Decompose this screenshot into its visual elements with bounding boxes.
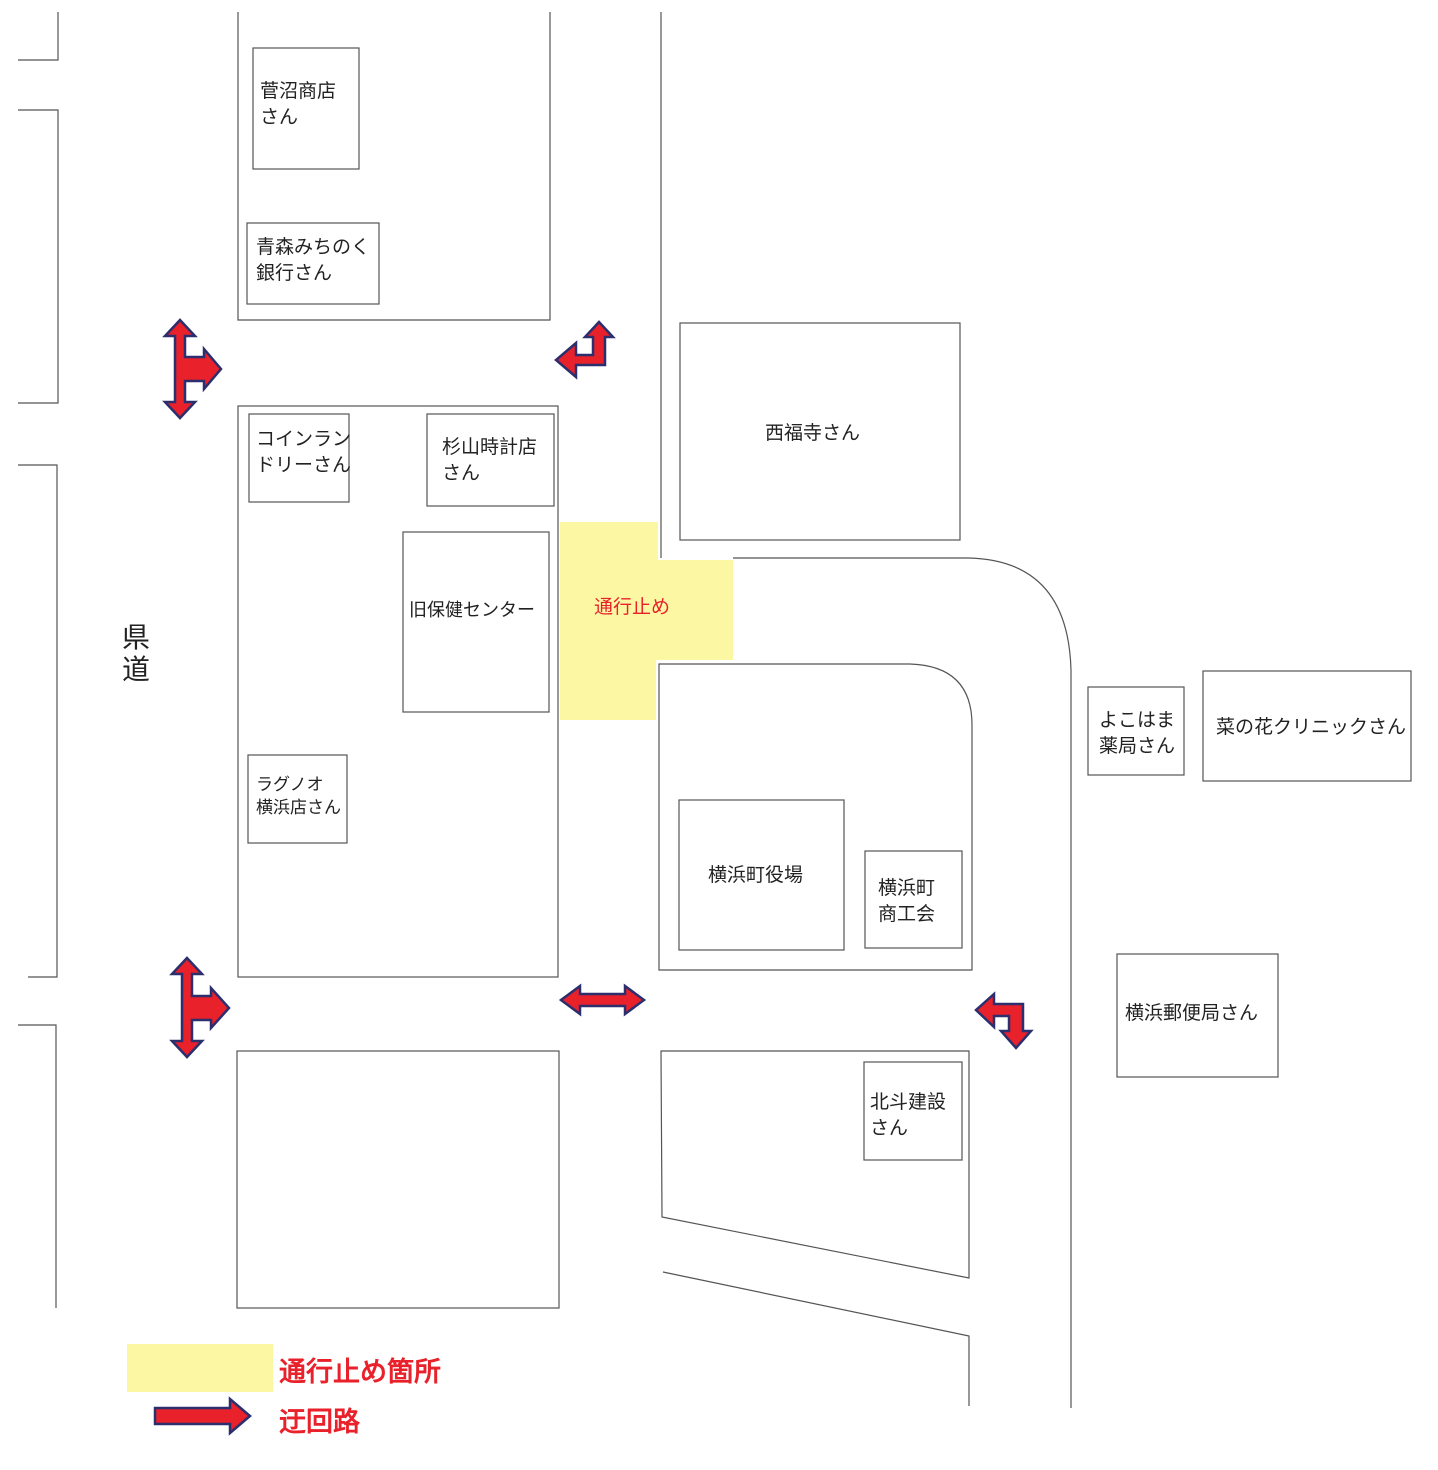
building-ragunooto	[247, 754, 348, 844]
block-town-office	[658, 663, 973, 971]
building-commerce-assoc	[864, 850, 963, 949]
building-old-health-center	[402, 531, 550, 713]
building-aomori-bank	[246, 222, 380, 305]
left-block-1	[18, 12, 59, 61]
block-top-left	[237, 12, 551, 321]
label-town-office: 横浜町役場	[708, 864, 804, 886]
building-suganuma	[252, 47, 360, 170]
label-yokohama-pharmacy: よこはま薬局さん	[1099, 709, 1176, 757]
legend-detour-label: 迂回路	[279, 1407, 360, 1438]
building-post-office	[1116, 953, 1279, 1078]
label-suganuma: 菅沼商店さん	[260, 80, 337, 128]
detour-arrow-hook-lower	[974, 991, 1034, 1050]
building-coin-laundry	[248, 413, 350, 503]
road-diagonal	[662, 1271, 970, 1406]
left-block-3	[18, 464, 58, 978]
legend-closure-swatch	[127, 1344, 273, 1392]
road-label: 県道	[121, 621, 150, 686]
label-hokuto: 北斗建設さん	[870, 1091, 947, 1139]
building-yokohama-pharmacy	[1087, 686, 1185, 776]
detour-arrow-t-upper	[162, 318, 223, 420]
building-sugiyama	[426, 413, 555, 507]
label-sugiyama: 杉山時計店さん	[442, 436, 538, 484]
building-town-office	[678, 799, 845, 951]
label-ragunooto: ラグノオ横浜店さん	[256, 775, 341, 818]
label-commerce-assoc: 横浜町商工会	[878, 877, 936, 925]
detour-arrow-t-lower	[169, 956, 231, 1059]
legend-detour-arrow	[153, 1396, 252, 1436]
legend-closure-label: 通行止め箇所	[279, 1357, 441, 1388]
block-bottom-center	[660, 1050, 970, 1279]
building-saifukuji	[679, 322, 961, 541]
left-block-2	[18, 109, 59, 404]
label-aomori-bank: 青森みちのく銀行さん	[256, 236, 371, 284]
label-post-office: 横浜郵便局さん	[1125, 1002, 1259, 1024]
building-hokuto	[863, 1061, 963, 1161]
label-old-health-center: 旧保健センター	[409, 600, 535, 621]
detour-arrow-hook-upper	[554, 320, 616, 380]
detour-arrow-double	[558, 983, 647, 1017]
closure-label: 通行止め	[594, 596, 671, 618]
label-coin-laundry: コインランドリーさん	[256, 428, 352, 476]
label-nanohana-clinic: 菜の花クリニックさん	[1216, 716, 1407, 738]
closure-zone	[560, 522, 733, 720]
block-middle-left	[237, 405, 559, 978]
block-bottom-left	[236, 1050, 560, 1309]
road-curve-outer	[733, 557, 1072, 1408]
left-block-4	[18, 1024, 57, 1308]
building-nanohana-clinic	[1202, 670, 1412, 782]
label-saifukuji: 西福寺さん	[765, 422, 861, 444]
